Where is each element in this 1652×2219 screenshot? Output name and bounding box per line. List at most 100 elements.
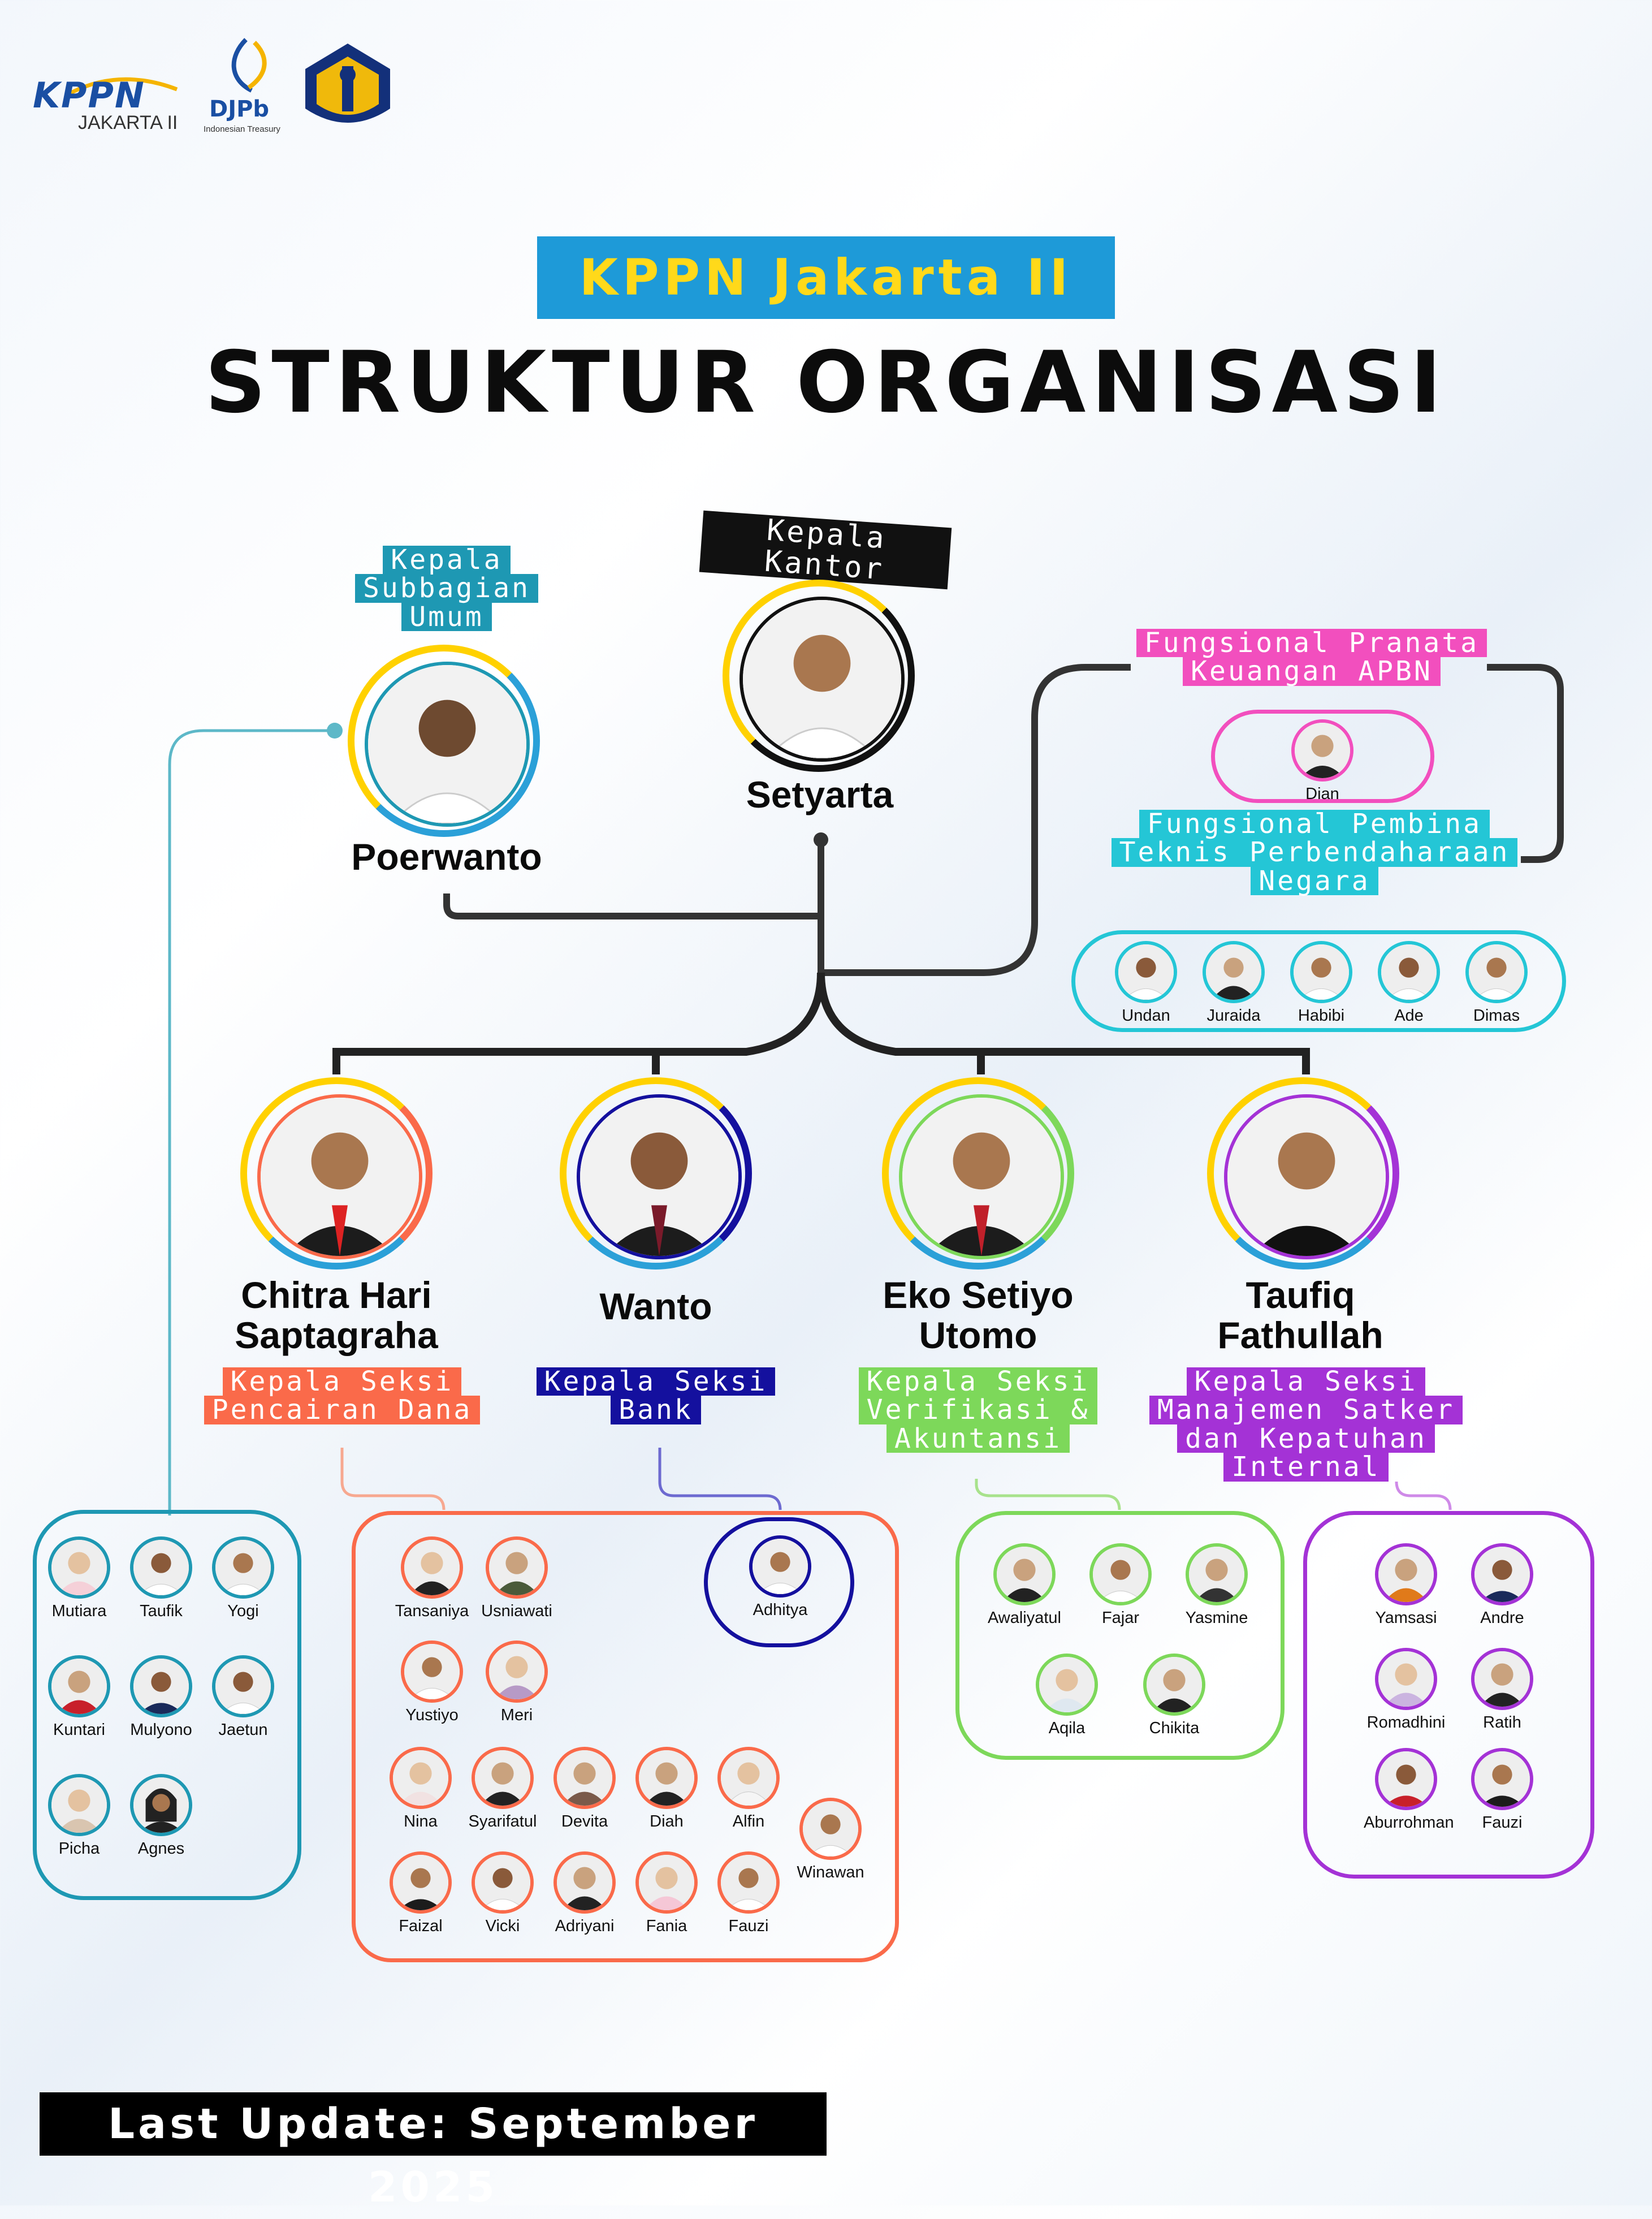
seksi4-role-line-1: Kepala Seksi [1186, 1367, 1426, 1396]
member-name: Vicki [485, 1917, 520, 1935]
seksi3-name: Eko Setiyo Utomo [837, 1275, 1119, 1356]
office-badge: KPPN Jakarta II [537, 236, 1115, 319]
member: Andre [1460, 1543, 1545, 1627]
member: Winawan [788, 1798, 873, 1882]
umum-photo [365, 662, 530, 827]
member: Picha [37, 1774, 122, 1858]
seksi1-name-line-2: Saptagraha [235, 1314, 438, 1357]
seksi2-role-line-2: Bank [611, 1396, 701, 1424]
seksi4-name-line-2: Fathullah [1217, 1314, 1383, 1357]
member-name: Alfin [732, 1812, 765, 1831]
member-name: Yustiyo [405, 1706, 459, 1724]
member-name: Nina [404, 1812, 438, 1831]
member: Tansaniya [390, 1536, 474, 1621]
member-avatar [1375, 1748, 1437, 1810]
pranata-role-line-1: Fungsional Pranata [1136, 629, 1487, 657]
member-avatar [1378, 941, 1440, 1003]
member: Syarifatul [460, 1747, 545, 1831]
member-name: Fajar [1101, 1609, 1140, 1627]
member-name: Meri [500, 1706, 533, 1724]
seksi4-group: Yamsasi Andre Romadhini Ratih Aburrohman… [1303, 1511, 1594, 1879]
member: Fajar [1078, 1543, 1163, 1627]
pranata-role-tag: Fungsional Pranata Keuangan APBN [1125, 629, 1498, 686]
seksi1-photo [257, 1094, 422, 1259]
member-avatar [635, 1747, 698, 1809]
member-avatar [1115, 941, 1177, 1003]
member: Adhitya [738, 1535, 823, 1620]
member-name: Andre [1480, 1609, 1524, 1627]
member: Nina [378, 1747, 463, 1831]
member: Ade [1366, 941, 1451, 1025]
seksi3-role-line-3: Akuntansi [886, 1424, 1070, 1453]
seksi4-name-line-1: Taufiq [1246, 1274, 1355, 1316]
member-avatar [1089, 1543, 1152, 1605]
member-name: Taufik [140, 1602, 183, 1620]
member: Fauzi [706, 1851, 791, 1936]
member: Taufik [119, 1536, 204, 1621]
member-name: Ratih [1483, 1713, 1521, 1732]
member-name: Adhitya [753, 1601, 808, 1619]
member-name: Ade [1394, 1007, 1424, 1025]
kppn-logo-word: KPPN [33, 75, 145, 116]
umum-role-line-2: Subbagian [354, 574, 539, 603]
seksi2-role-tag: Kepala Seksi Bank [531, 1367, 780, 1424]
member-avatar [48, 1655, 110, 1717]
seksi4-role-line-3: dan Kepatuhan [1177, 1424, 1435, 1453]
seksi3-role-line-2: Verifikasi & [858, 1396, 1098, 1424]
member: Vicki [460, 1851, 545, 1936]
seksi4-name: Taufiq Fathullah [1159, 1275, 1442, 1356]
member-avatar [390, 1747, 452, 1809]
seksi4-role-line-2: Manajemen Satker [1149, 1396, 1463, 1424]
member-avatar [1375, 1543, 1437, 1605]
pranata-group: Dian [1211, 710, 1434, 803]
member-avatar [1186, 1543, 1248, 1605]
seksi1-role-tag: Kepala Seksi Pencairan Dana [192, 1367, 492, 1424]
kemenkeu-emblem-icon [300, 41, 396, 137]
member-avatar [717, 1747, 780, 1809]
member-avatar [48, 1774, 110, 1836]
member: Fania [624, 1851, 709, 1936]
member-name: Chikita [1149, 1719, 1200, 1737]
member: Yustiyo [390, 1640, 474, 1725]
member-name: Fauzi [1482, 1814, 1523, 1832]
member-avatar [749, 1535, 811, 1598]
seksi3-photo [899, 1094, 1064, 1259]
member-avatar [401, 1640, 463, 1703]
member-avatar [472, 1747, 534, 1809]
member-name: Winawan [797, 1863, 864, 1881]
member-name: Kuntari [53, 1721, 105, 1739]
seksi2-photo [577, 1094, 742, 1259]
member: Alfin [706, 1747, 791, 1831]
member-avatar [486, 1640, 548, 1703]
pranata-role-line-2: Keuangan APBN [1183, 657, 1441, 686]
member-avatar [1375, 1648, 1437, 1710]
member-avatar [717, 1851, 780, 1914]
member-avatar [635, 1851, 698, 1914]
kppn-logo: KPPN JAKARTA II [33, 72, 185, 140]
member: Ratih [1460, 1648, 1545, 1732]
member-name: Diah [650, 1812, 684, 1831]
member: Dian [1280, 719, 1365, 804]
member: Devita [542, 1747, 627, 1831]
member: Chikita [1132, 1654, 1217, 1738]
seksi4-photo [1224, 1094, 1389, 1259]
seksi3-name-line-1: Eko Setiyo [883, 1274, 1074, 1316]
seksi2-group: Adhitya [704, 1517, 854, 1647]
member-avatar [1471, 1543, 1533, 1605]
seksi4-role-tag: Kepala Seksi Manajemen Satker dan Kepatu… [1136, 1367, 1476, 1482]
member: Yamsasi [1364, 1543, 1448, 1627]
seksi1-name-line-1: Chitra Hari [241, 1274, 432, 1316]
member: Faizal [378, 1851, 463, 1936]
member-avatar [486, 1536, 548, 1599]
pembina-group: Undan Juraida Habibi Ade Dimas [1071, 930, 1566, 1032]
pembina-role-line-2: Teknis Perbendaharaan [1111, 838, 1518, 867]
umum-role-tag: Kepala Subbagian Umum [339, 546, 554, 631]
member: Dimas [1454, 941, 1539, 1025]
seksi2-name-line-1: Wanto [599, 1285, 712, 1327]
member-avatar [48, 1536, 110, 1599]
member-name: Yamsasi [1375, 1609, 1437, 1627]
member: Diah [624, 1747, 709, 1831]
member-name: Agnes [137, 1840, 185, 1858]
seksi2-role-line-1: Kepala Seksi [536, 1367, 776, 1396]
